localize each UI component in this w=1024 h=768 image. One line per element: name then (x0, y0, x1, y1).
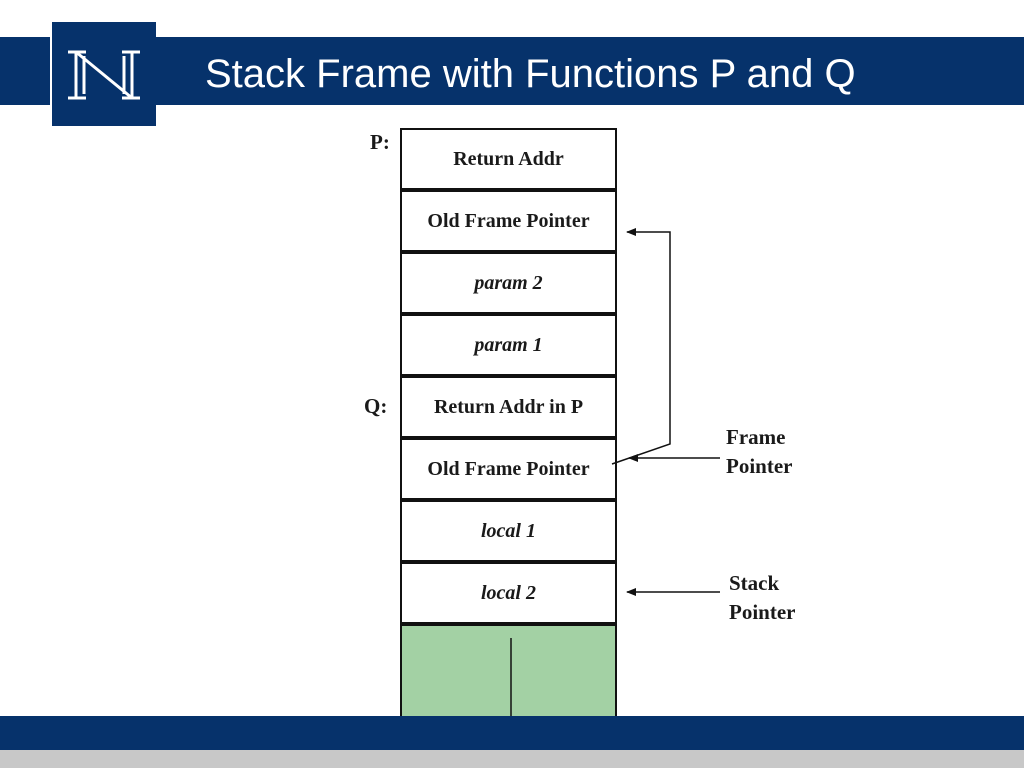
frame-label-p: P: (370, 130, 390, 154)
stack-pointer-label-line2: Pointer (729, 600, 796, 624)
frame-pointer-label: Frame Pointer (726, 423, 792, 481)
saved-frame-pointer-link-arrow (611, 228, 671, 465)
frame-label-q: Q: (364, 394, 388, 418)
stack-cell-return-addr: Return Addr (400, 128, 617, 190)
stack-pointer-label-line1: Stack (729, 571, 780, 595)
frame-pointer-label-line2: Pointer (726, 454, 793, 478)
stack-cell-param-2: param 2 (400, 252, 617, 314)
stack-cell-local-2: local 2 (400, 562, 617, 624)
stack-pointer-label: Stack Pointer (729, 569, 795, 627)
stack-cell-return-addr-in-p: Return Addr in P (400, 376, 617, 438)
frame-pointer-label-line1: Frame (726, 425, 786, 449)
footer-band (0, 716, 1024, 750)
stack-cell-local-1: local 1 (400, 500, 617, 562)
stack-cell-old-frame-pointer-p: Old Frame Pointer (400, 190, 617, 252)
stack-cell-param-1: param 1 (400, 314, 617, 376)
footer-strip (0, 750, 1024, 768)
university-n-logo-icon (52, 22, 156, 126)
stack-cell-old-frame-pointer-q: Old Frame Pointer (400, 438, 617, 500)
slide-title: Stack Frame with Functions P and Q (205, 52, 856, 96)
header-band (0, 37, 1024, 105)
